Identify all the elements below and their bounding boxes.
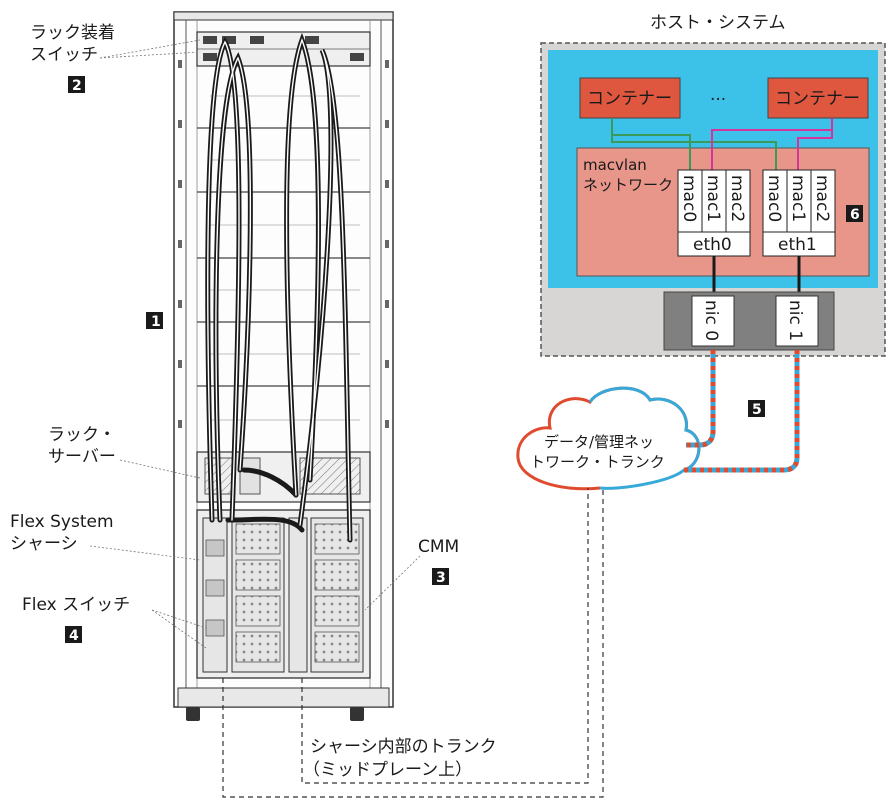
trunk-label: データ/管理ネッ — [544, 433, 654, 451]
container-label-2: コンテナー — [775, 89, 860, 109]
nic1-label: nic 1 — [785, 300, 805, 341]
eth0-label: eth0 — [693, 235, 732, 255]
callout-1: 1 — [151, 314, 161, 330]
eth1-label: eth1 — [778, 235, 817, 255]
container-box-2 — [767, 77, 869, 119]
mac2-label-eth0: mac2 — [727, 175, 747, 222]
flex-chassis-label: Flex System — [10, 512, 114, 532]
trunk-label-2: トワーク・トランク — [530, 453, 665, 471]
callout-6: 6 — [850, 207, 860, 223]
callout-5: 5 — [752, 402, 762, 418]
container-box-1 — [579, 77, 681, 119]
flex-chassis-label-2: シャーシ — [10, 534, 78, 554]
nic0-label: nic 0 — [701, 300, 721, 341]
midplane-trunk — [222, 488, 604, 798]
macvlan-label: macvlan — [583, 156, 647, 174]
container-ellipsis: ... — [710, 85, 726, 105]
callout-3: 3 — [436, 570, 446, 586]
chassis-trunk-label-2: （ミッドプレーン上） — [303, 760, 472, 780]
mac1-label-eth0: mac1 — [703, 175, 723, 222]
cloud-icon: データ/管理ネッ トワーク・トランク — [516, 386, 701, 491]
rack-switch-label: ラック装着 — [30, 23, 115, 43]
eth0-group: mac0 mac1 mac2 eth0 — [677, 169, 751, 257]
callout-2: 2 — [72, 78, 82, 94]
rack-labels: ラック装着 スイッチ 2 1 ラック・ サーバー Flex System シャー… — [10, 23, 459, 649]
rack-server-label-2: サーバー — [48, 447, 116, 467]
eth1-group: mac0 mac1 mac2 eth1 — [762, 169, 836, 257]
cmm-label: CMM — [418, 537, 459, 557]
callout-4: 4 — [69, 628, 79, 644]
host-system: ホスト・システム コンテナー ... コンテナー macvlan ネットワーク … — [540, 13, 886, 357]
container-label-1: コンテナー — [587, 89, 672, 109]
server-rack-icon — [173, 11, 394, 721]
macvlan-label-2: ネットワーク — [583, 176, 673, 194]
mac0-label-eth1: mac0 — [764, 175, 784, 222]
mac0-label-eth0: mac0 — [679, 175, 699, 222]
host-system-title: ホスト・システム — [650, 13, 786, 33]
chassis-trunk-label: シャーシ内部のトランク — [310, 737, 497, 757]
rack-server-label: ラック・ — [48, 425, 116, 445]
mac2-label-eth1: mac2 — [812, 175, 832, 222]
rack-switch-label-2: スイッチ — [30, 45, 98, 65]
mac1-label-eth1: mac1 — [788, 175, 808, 222]
flex-switch-label: Flex スイッチ — [22, 595, 130, 615]
